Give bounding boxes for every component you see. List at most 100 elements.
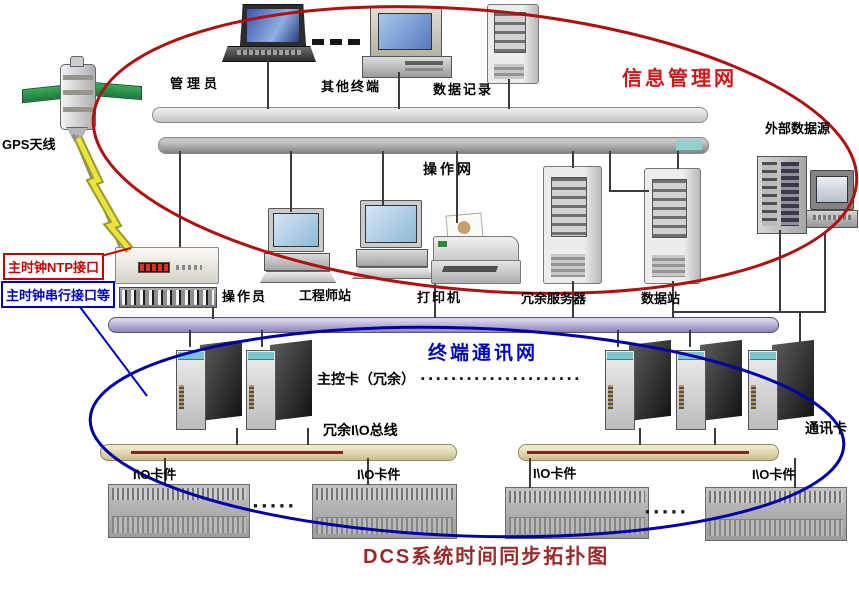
ntp-clock-device-icon xyxy=(115,247,219,284)
data-station-server-icon xyxy=(644,168,701,284)
bus-teal-segment xyxy=(676,140,702,150)
screen xyxy=(273,213,319,247)
other-terminals-label: 其他终端 xyxy=(321,79,382,94)
io-rack-icon xyxy=(312,484,457,539)
terminal-network-bus xyxy=(108,317,779,333)
system-unit xyxy=(356,249,428,267)
io-rack-icon xyxy=(108,484,250,538)
connector-line xyxy=(609,190,649,192)
card-board xyxy=(200,339,242,421)
connector-line xyxy=(508,79,510,109)
solar-wing xyxy=(92,81,142,101)
system-unit xyxy=(264,253,330,271)
external-pc-icon xyxy=(806,170,858,232)
monitor xyxy=(360,200,422,248)
monitor xyxy=(810,170,854,210)
satellite-tip xyxy=(73,135,79,142)
connector-line xyxy=(434,284,436,318)
redundant-bus-line xyxy=(527,451,749,454)
output-slot xyxy=(441,266,499,272)
connector-line xyxy=(572,281,574,318)
rack-ellipsis: ····· xyxy=(252,496,297,517)
printer-label: 打印机 xyxy=(417,290,463,305)
serial-interface-device-icon xyxy=(119,287,217,308)
redundant-server-label: 冗余服务器 xyxy=(521,291,587,306)
io-rack-icon xyxy=(505,487,649,539)
card-board xyxy=(270,339,312,421)
antenna-cable xyxy=(72,133,121,249)
system-unit xyxy=(362,56,452,78)
card-front xyxy=(748,350,778,430)
io-card-label: I\O卡件 xyxy=(752,467,796,482)
info-network-label: 信息管理网 xyxy=(622,68,737,90)
card-front xyxy=(605,350,635,430)
connector-line xyxy=(529,458,531,488)
terminal-desktop-icon xyxy=(362,6,452,78)
screen xyxy=(240,4,306,48)
admin-label: 管理员 xyxy=(170,76,222,91)
drive-bays xyxy=(494,12,526,54)
operation-network-bus xyxy=(158,137,709,154)
connector-line xyxy=(672,311,826,313)
diagram-title: DCS系统时间同步拓扑图 xyxy=(363,546,610,568)
io-bus-right xyxy=(518,444,779,461)
screen xyxy=(365,205,417,243)
operator-workstation-icon xyxy=(260,208,336,283)
io-card-label: I\O卡件 xyxy=(357,467,401,482)
card-dotted-line: ····················· xyxy=(420,370,582,388)
connector-line xyxy=(382,151,384,205)
vents xyxy=(494,63,524,80)
connector-line xyxy=(824,232,826,313)
vents xyxy=(550,254,586,278)
keyboard xyxy=(222,46,316,62)
gps-antenna-label: GPS天线 xyxy=(2,137,56,152)
external-data-source-label: 外部数据源 xyxy=(765,121,831,136)
screen xyxy=(378,13,432,50)
card-front xyxy=(176,350,206,430)
data-record-server-icon xyxy=(487,4,539,84)
control-card-icon xyxy=(246,339,316,433)
redundant-io-bus-label: 冗余I\O总线 xyxy=(323,422,398,438)
connector-line xyxy=(179,151,181,249)
control-card-icon xyxy=(176,339,246,433)
connector-line xyxy=(290,151,292,212)
satellite-body xyxy=(60,64,96,130)
system-unit xyxy=(806,210,858,228)
rack-ellipsis: ····· xyxy=(644,502,689,523)
card-board xyxy=(772,339,814,421)
terminal-comm-network-label: 终端通讯网 xyxy=(428,343,539,364)
io-card-label: I\O卡件 xyxy=(533,466,577,481)
info-network-bus xyxy=(152,107,708,123)
io-bus-left xyxy=(100,444,457,461)
data-station-label: 数据站 xyxy=(641,291,681,306)
connector-line xyxy=(398,72,400,109)
led-display xyxy=(138,262,170,273)
card-front xyxy=(676,350,706,430)
keyboard xyxy=(352,267,434,279)
master-clock-serial-box: 主时钟串行接口等 xyxy=(1,281,116,308)
card-front xyxy=(246,350,276,430)
keyboard xyxy=(260,271,336,283)
gps-satellite-icon xyxy=(22,56,142,144)
continuation-dashes-icon xyxy=(312,32,366,50)
engineer-station-label: 工程师站 xyxy=(299,288,352,303)
redundant-server-icon xyxy=(543,166,602,284)
connector-line xyxy=(267,57,269,109)
operator-label: 操作员 xyxy=(222,289,268,304)
screen xyxy=(816,176,848,203)
printer-base xyxy=(431,260,521,284)
card-board xyxy=(700,339,742,421)
satellite-antenna xyxy=(70,56,84,67)
external-rack-icon xyxy=(757,156,807,234)
buttons xyxy=(176,265,202,270)
connector-line xyxy=(572,151,574,168)
connector-line xyxy=(672,281,674,318)
control-card-icon xyxy=(676,339,746,433)
solar-wing xyxy=(22,84,64,104)
data-record-label: 数据记录 xyxy=(433,82,494,97)
engineer-workstation-icon xyxy=(352,200,434,279)
drive-bays xyxy=(651,179,687,239)
master-clock-ntp-box: 主时钟NTP接口 xyxy=(3,253,105,280)
lightning-icon-outline xyxy=(73,136,134,253)
